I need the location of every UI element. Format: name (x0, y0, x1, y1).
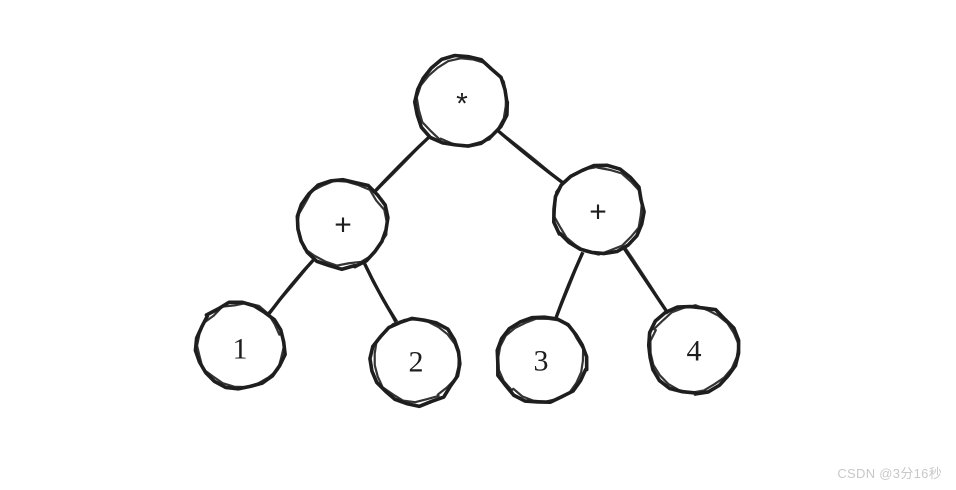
tree-node-left[interactable]: + (295, 177, 390, 272)
node-label-leaf2: 2 (409, 346, 424, 379)
tree-node-leaf1[interactable]: 1 (193, 300, 287, 391)
node-outline (195, 301, 286, 389)
node-outline (646, 304, 741, 396)
node-fill (498, 316, 584, 402)
edge-left-leaf2 (362, 261, 399, 324)
edge-right-leaf4 (621, 244, 671, 316)
edge-right-leaf3 (554, 250, 585, 322)
node-fill (554, 167, 642, 255)
node-label-leaf4: 4 (687, 335, 702, 368)
tree-node-leaf2[interactable]: 2 (368, 316, 462, 409)
edge-root-left (371, 133, 433, 196)
node-fill (299, 180, 387, 268)
tree-node-leaf3[interactable]: 3 (495, 315, 589, 404)
node-outline (295, 179, 388, 267)
node-outline (415, 57, 508, 148)
tree-node-root[interactable]: * (412, 53, 510, 149)
node-label-root: * (456, 88, 468, 121)
edge-left-leaf1 (265, 256, 317, 317)
edge-root-right (496, 129, 565, 186)
node-label-left: + (334, 209, 352, 242)
nodes-layer: * + +1 2 3 4 (193, 53, 741, 409)
node-outline (497, 317, 585, 403)
node-label-right: + (589, 196, 607, 229)
node-label-leaf1: 1 (233, 333, 248, 366)
node-outline (649, 304, 740, 394)
node-fill (197, 304, 283, 390)
node-outline (553, 165, 643, 256)
node-outline (373, 318, 460, 404)
node-fill (417, 58, 507, 148)
node-outline (495, 315, 589, 404)
tree-node-right[interactable]: + (552, 163, 646, 256)
node-label-leaf3: 3 (534, 345, 549, 378)
node-fill (373, 317, 459, 403)
node-fill (650, 305, 738, 393)
watermark: CSDN @3分16秒 (837, 466, 942, 481)
edges-layer (265, 129, 671, 324)
tree-node-leaf4[interactable]: 4 (646, 304, 741, 396)
